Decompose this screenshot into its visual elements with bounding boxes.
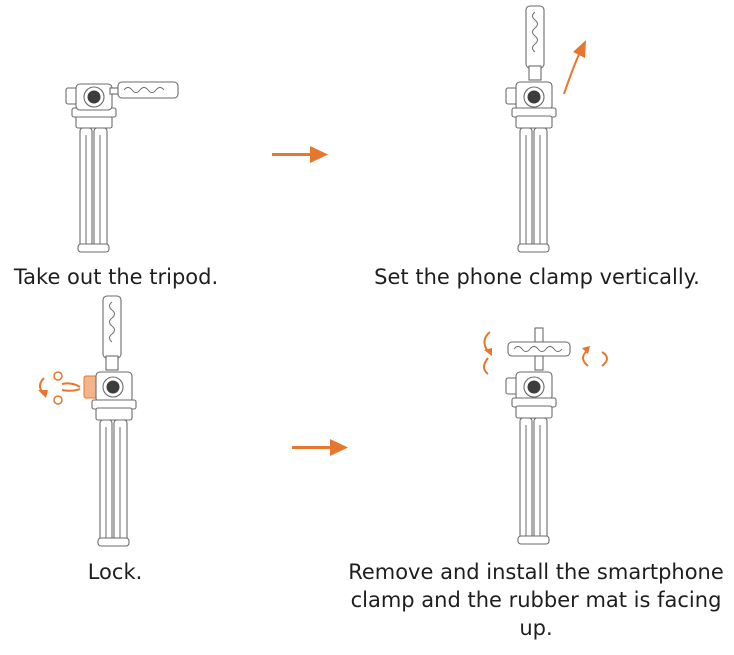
tripod-vertical-clamp-icon xyxy=(505,5,586,253)
tripod-lock-icon xyxy=(38,295,137,547)
step-2-illustration xyxy=(440,0,640,260)
arrow-right-icon xyxy=(272,146,328,163)
step-1-caption: Take out the tripod. xyxy=(13,265,219,289)
arrow-right-icon xyxy=(292,439,348,456)
next-step-arrow-2 xyxy=(290,436,350,460)
tripod-install-clamp-icon xyxy=(483,327,608,545)
step-3-caption: Lock. xyxy=(87,560,143,584)
step-4-caption: Remove and install the smartphone clamp … xyxy=(348,560,724,640)
tripod-horizontal-clamp-icon xyxy=(65,81,179,253)
step-3-illustration xyxy=(0,290,300,560)
step-2-caption: Set the phone clamp vertically. xyxy=(374,265,700,289)
next-step-arrow-1 xyxy=(270,143,330,167)
step-4-illustration xyxy=(440,310,660,560)
step-1-illustration xyxy=(0,0,300,260)
